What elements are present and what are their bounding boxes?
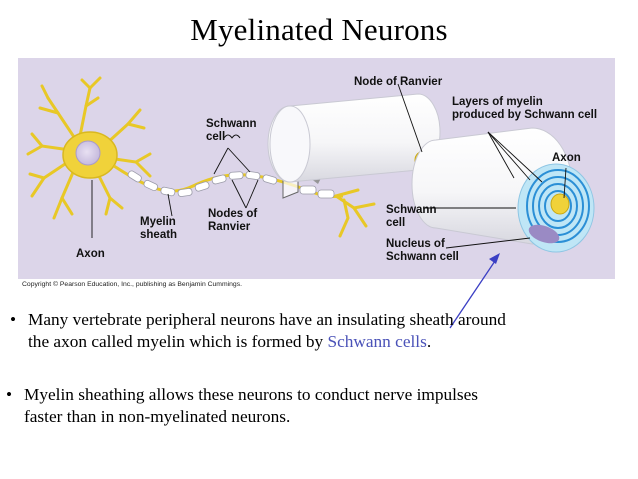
bullet-1-line1: Many vertebrate peripheral neurons have … [28,310,506,329]
axon-core [550,193,570,215]
label-nucleus-of-schwann: Nucleus of Schwann cell [386,238,459,264]
bullet-1-line2-text: the axon called myelin which is formed b… [28,332,328,351]
myelin-tube-back [267,93,441,183]
copyright-notice: Copyright © Pearson Education, Inc., pub… [22,281,242,288]
label-layers-of-myelin: Layers of myelin produced by Schwann cel… [452,96,597,122]
schwann-cells-highlight: Schwann cells [327,332,427,351]
myelin-layers [526,169,590,243]
label-layers-of-myelin-line1: Layers of myelin [452,96,543,108]
label-nodes-of-ranvier: Nodes of Ranvier [208,208,257,234]
label-myelin-sheath-line1: Myelin [140,216,176,228]
myelin-segments [127,170,278,197]
label-myelin-sheath-line2: sheath [140,229,178,241]
neuron-diagram: Node of Ranvier Layers of myelin produce… [18,58,615,291]
label-axon-left: Axon [76,248,105,260]
bullet-1-line2: the axon called myelin which is formed b… [28,331,506,353]
label-schwann-cell-top: Schwann cell [206,118,256,144]
myelin-tube-front [411,127,595,253]
label-schwann-cell-right-line1: Schwann [386,204,437,216]
label-layers-of-myelin-line2: produced by Schwann cell [452,109,598,121]
bullet-1-end: . [426,332,432,351]
axon-terminals [334,188,376,238]
label-schwann-cell-top-line1: Schwann [206,118,257,130]
label-schwann-cell-right: Schwann cell [386,204,436,230]
bullet-dot: • [10,310,17,329]
bullet-2-line2: faster than in non-myelinated neurons. [24,407,291,426]
leader-lines [91,83,567,249]
label-schwann-cell-top-line2: cell [206,131,226,143]
label-nucleus-line2: Schwann cell [386,251,459,263]
label-nodes-of-ranvier-line2: Ranvier [208,221,251,233]
label-schwann-cell-right-line2: cell [386,217,406,229]
bullet-1-text: Many vertebrate peripheral neurons have … [28,309,506,353]
label-node-of-ranvier: Node of Ranvier [354,76,443,88]
cell-nucleus [75,140,101,166]
label-nodes-of-ranvier-line1: Nodes of [208,208,258,220]
label-nucleus-line1: Nucleus of [386,238,445,250]
schwann-nucleus [528,224,560,244]
bullet-2-line1: Myelin sheathing allows these neurons to… [24,385,479,404]
label-axon-right: Axon [552,152,581,164]
neuron-dendrites [26,76,152,220]
bullet-dot: • [6,385,13,404]
label-myelin-sheath: Myelin sheath [140,216,177,242]
neuron-illustration [18,58,615,279]
bullet-2-text: Myelin sheathing allows these neurons to… [24,384,478,428]
slide-title: Myelinated Neurons [190,12,448,47]
